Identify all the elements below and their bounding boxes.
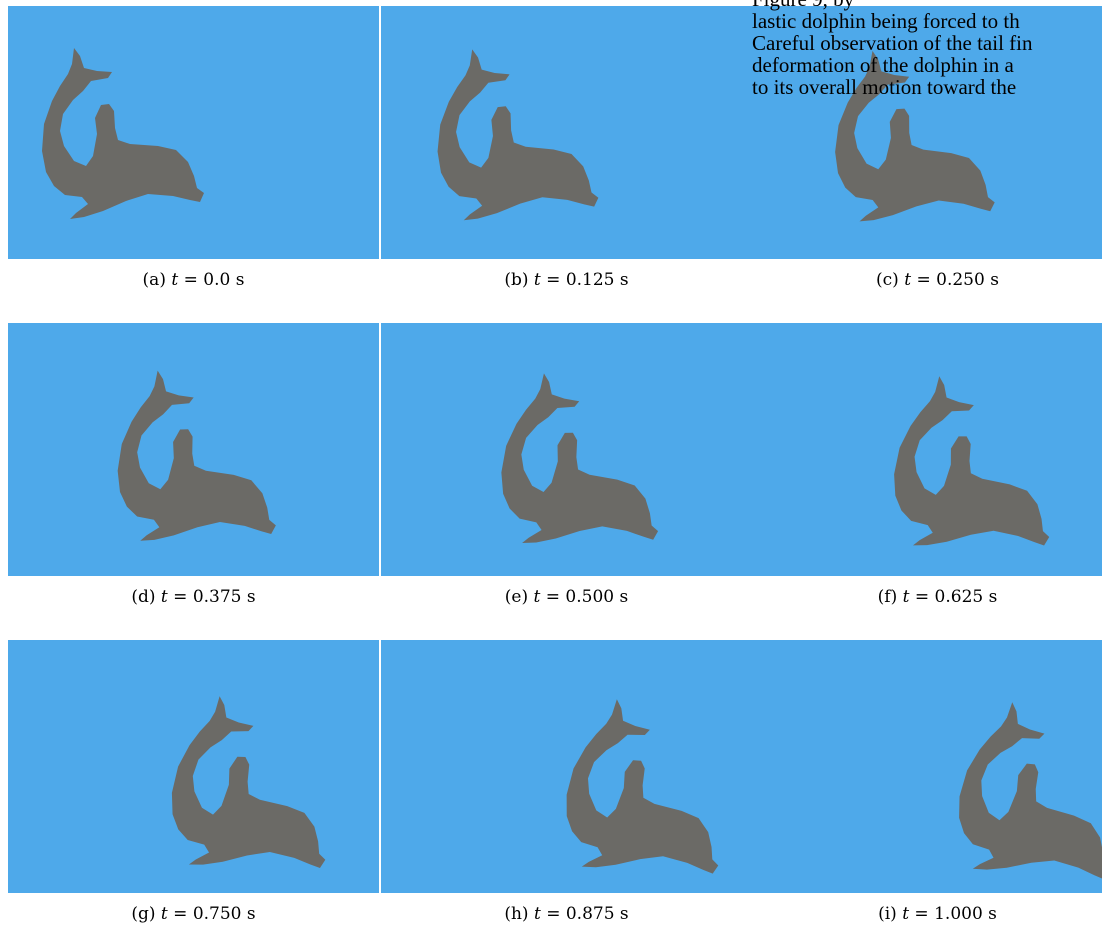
overlay-line: Careful observation of the tail fin bbox=[752, 32, 1102, 54]
caption-time-value: 0.125 bbox=[566, 270, 615, 290]
caption-letter: (d) bbox=[131, 587, 155, 607]
caption-equals: = bbox=[911, 270, 936, 290]
caption-unit: s bbox=[983, 904, 997, 924]
caption-time-value: 0.0 bbox=[203, 270, 230, 290]
caption-letter: (i) bbox=[878, 904, 897, 924]
frame-caption: (a) t = 0.0 s bbox=[8, 270, 379, 290]
frame-canvas bbox=[381, 6, 752, 259]
frame-caption: (d) t = 0.375 s bbox=[8, 587, 379, 607]
water-background bbox=[8, 6, 379, 259]
caption-time-variable: t bbox=[161, 904, 168, 924]
simulation-frame-g bbox=[8, 640, 379, 893]
frame-canvas bbox=[8, 6, 379, 259]
frame-caption: (i) t = 1.000 s bbox=[752, 904, 1102, 924]
caption-equals: = bbox=[540, 587, 565, 607]
overlay-line: to its overall motion toward the bbox=[752, 76, 1102, 98]
frame-caption: (c) t = 0.250 s bbox=[752, 270, 1102, 290]
caption-letter: (a) bbox=[143, 270, 166, 290]
overlay-line: lastic dolphin being forced to th bbox=[752, 10, 1102, 32]
water-background bbox=[8, 323, 379, 576]
frame-caption: (g) t = 0.750 s bbox=[8, 904, 379, 924]
simulation-frame-d bbox=[8, 323, 379, 576]
caption-equals: = bbox=[909, 904, 934, 924]
frame-canvas bbox=[752, 323, 1102, 576]
simulation-frame-f bbox=[752, 323, 1102, 576]
caption-equals: = bbox=[909, 587, 934, 607]
simulation-frame-e bbox=[381, 323, 752, 576]
caption-unit: s bbox=[985, 270, 999, 290]
simulation-frame-h bbox=[381, 640, 752, 893]
water-background bbox=[381, 6, 752, 259]
caption-time-value: 0.625 bbox=[935, 587, 984, 607]
caption-unit: s bbox=[614, 587, 628, 607]
caption-equals: = bbox=[168, 587, 193, 607]
overlay-line: deformation of the dolphin in a bbox=[752, 54, 1102, 76]
caption-equals: = bbox=[168, 904, 193, 924]
caption-unit: s bbox=[230, 270, 244, 290]
caption-equals: = bbox=[541, 904, 566, 924]
caption-time-value: 0.375 bbox=[193, 587, 242, 607]
caption-unit: s bbox=[242, 587, 256, 607]
caption-letter: (h) bbox=[504, 904, 528, 924]
caption-letter: (f) bbox=[878, 587, 898, 607]
frame-caption: (f) t = 0.625 s bbox=[752, 587, 1102, 607]
caption-time-value: 1.000 bbox=[934, 904, 983, 924]
caption-letter: (c) bbox=[876, 270, 899, 290]
caption-unit: s bbox=[615, 270, 629, 290]
frame-canvas bbox=[381, 640, 752, 893]
frame-caption: (b) t = 0.125 s bbox=[381, 270, 752, 290]
caption-time-variable: t bbox=[902, 904, 909, 924]
caption-letter: (b) bbox=[504, 270, 528, 290]
frame-canvas bbox=[8, 323, 379, 576]
frame-canvas bbox=[752, 640, 1102, 893]
caption-time-variable: t bbox=[534, 270, 541, 290]
caption-time-variable: t bbox=[534, 904, 541, 924]
caption-time-value: 0.250 bbox=[936, 270, 985, 290]
caption-equals: = bbox=[541, 270, 566, 290]
frame-caption: (h) t = 0.875 s bbox=[381, 904, 752, 924]
simulation-frame-i bbox=[752, 640, 1102, 893]
caption-unit: s bbox=[615, 904, 629, 924]
caption-time-value: 0.750 bbox=[193, 904, 242, 924]
caption-unit: s bbox=[983, 587, 997, 607]
caption-time-value: 0.500 bbox=[565, 587, 614, 607]
caption-time-value: 0.875 bbox=[566, 904, 615, 924]
simulation-frame-a bbox=[8, 6, 379, 259]
caption-letter: (e) bbox=[505, 587, 528, 607]
frame-caption: (e) t = 0.500 s bbox=[381, 587, 752, 607]
simulation-frame-b bbox=[381, 6, 752, 259]
frame-canvas bbox=[8, 640, 379, 893]
caption-unit: s bbox=[242, 904, 256, 924]
frame-canvas bbox=[381, 323, 752, 576]
caption-time-variable: t bbox=[161, 587, 168, 607]
overlay-text-block: Figure 9, by lastic dolphin being forced… bbox=[752, 0, 1102, 130]
caption-letter: (g) bbox=[131, 904, 155, 924]
caption-equals: = bbox=[178, 270, 203, 290]
